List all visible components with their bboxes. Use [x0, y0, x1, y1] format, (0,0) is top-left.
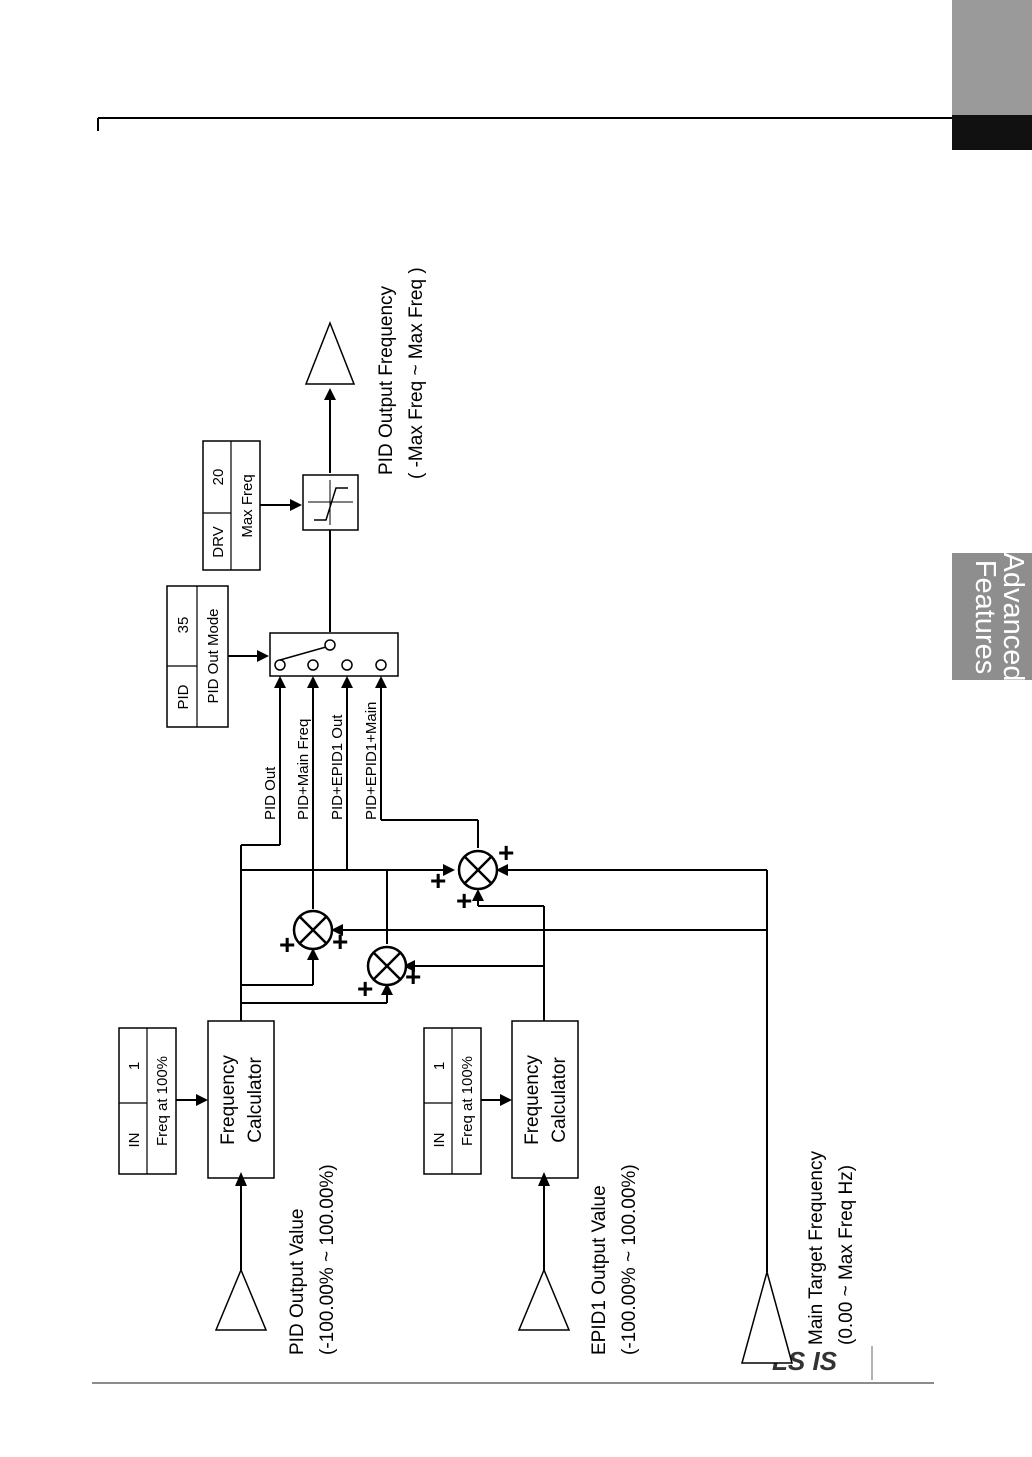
param-drv20-box: DRV 20 Max Freq [202, 440, 261, 571]
param-pid35-group: PID [175, 684, 192, 709]
output-label: PID Output Frequency [376, 285, 397, 475]
main-input-label: Main Target Frequency [806, 1151, 827, 1345]
frequency-calculator-1-line1: Frequency [218, 1055, 239, 1145]
param-in-2-box: IN 1 Freq at 100% [423, 1027, 482, 1175]
param-drv20-code: 20 [210, 469, 227, 486]
param-drv20-group: DRV [210, 526, 227, 557]
param-in-1-box: IN 1 Freq at 100% [118, 1027, 177, 1175]
param-in-1-name: Freq at 100% [154, 1056, 171, 1146]
sum-junction-pid-epid1-main [457, 849, 499, 891]
param-in-2-group: IN [431, 1133, 448, 1148]
output-range: ( -Max Freq ~ Max Freq ) [406, 267, 427, 479]
epid1-input-label: EPID1 Output Value [589, 1185, 610, 1355]
plus-sign: + [430, 865, 446, 896]
output-triangle [304, 320, 356, 385]
frequency-calculator-2: Frequency Calculator [511, 1020, 579, 1179]
frequency-limiter [302, 474, 359, 531]
plus-sign: + [357, 973, 373, 1004]
param-in-2-name: Freq at 100% [459, 1056, 476, 1146]
param-in-1-code: 1 [126, 1062, 143, 1070]
side-tab-line1: Advanced [997, 553, 1029, 682]
plus-sign: + [498, 837, 514, 868]
arrowheads [196, 388, 550, 1186]
main-input-range: (0.00 ~ Max Freq Hz) [836, 1165, 857, 1345]
param-pid35-code: 35 [175, 617, 192, 634]
output-mode-switch [269, 632, 399, 677]
plus-sign: + [405, 961, 421, 992]
frequency-calculator-1: Frequency Calculator [207, 1020, 275, 1179]
mode-label-pid-epid1: PID+EPID1 Out [329, 714, 346, 820]
frequency-calculator-2-line2: Calculator [549, 1057, 570, 1143]
plus-sign: + [332, 926, 348, 957]
signal-wires [176, 396, 768, 1272]
pid-input-label: PID Output Value [287, 1209, 308, 1355]
param-pid35-box: PID 35 PID Out Mode [166, 585, 229, 728]
epid1-input-range: (-100.00% ~ 100.00%) [619, 1164, 640, 1355]
pid-input-triangle [214, 1268, 268, 1331]
mode-label-pid-out: PID Out [262, 766, 279, 820]
epid1-input-triangle [517, 1268, 571, 1331]
sum-junction-pid-main [292, 909, 334, 951]
param-pid35-name: PID Out Mode [205, 608, 222, 703]
main-input-triangle [741, 1269, 793, 1364]
param-drv20-name: Max Freq [239, 474, 256, 537]
side-tab-line2: Features [969, 560, 1001, 674]
header-gray-tab [952, 0, 1032, 115]
param-in-2-code: 1 [431, 1062, 448, 1070]
pid-input-range: (-100.00% ~ 100.00%) [317, 1164, 338, 1355]
frequency-calculator-1-line2: Calculator [245, 1057, 266, 1143]
header-black-tab [952, 115, 1032, 150]
param-in-1-group: IN [126, 1133, 143, 1148]
side-tab: Advanced Features [952, 553, 1032, 682]
plus-sign: + [456, 885, 472, 916]
mode-label-pid-epid1-main: PID+EPID1+Main [363, 702, 380, 820]
mode-label-pid-main: PID+Main Freq [295, 719, 312, 820]
plus-sign: + [279, 929, 295, 960]
sum-junction-pid-epid1 [366, 945, 408, 987]
frequency-calculator-2-line1: Frequency [522, 1055, 543, 1145]
plus-signs: + + + + + + + [279, 837, 514, 1004]
